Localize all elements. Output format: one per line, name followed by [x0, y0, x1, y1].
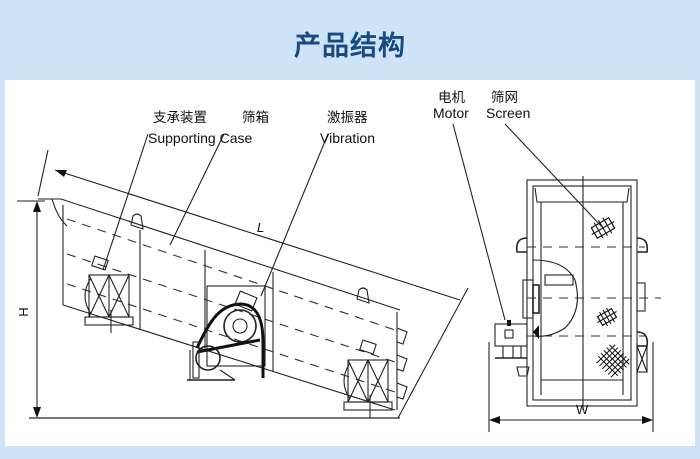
screen-label-cn: 筛网 [491, 90, 518, 106]
diagram-panel: H L [5, 80, 695, 446]
structure-drawing: H L [16, 90, 661, 432]
motor-label-en: Motor [433, 105, 469, 121]
vibration-label-cn: 激振器 [327, 110, 368, 126]
leader-supporting [102, 133, 149, 271]
leader-vibration [260, 133, 329, 297]
width-label: W [576, 402, 589, 417]
arrow-down-icon [33, 407, 41, 418]
leader-case [169, 133, 225, 246]
leader-screen [504, 123, 604, 229]
height-label: H [16, 307, 31, 316]
screen-label-en: Screen [486, 105, 530, 121]
width-dimension: W [488, 342, 654, 432]
screen-mesh-icon [590, 216, 630, 378]
vibration-label-en: Vibration [320, 130, 375, 146]
length-dimension: L [37, 149, 469, 419]
arrow-left-icon [489, 416, 500, 424]
motor [494, 320, 539, 377]
leader-motor [452, 123, 506, 321]
motor-label-cn: 电机 [438, 90, 465, 106]
side-view: H L [16, 110, 469, 419]
end-view: 电机 Motor 筛网 Screen [433, 90, 661, 432]
length-label: L [257, 220, 264, 235]
arrow-up-icon [33, 201, 41, 212]
arrow-left-icon [55, 170, 67, 177]
screen-box [38, 198, 408, 411]
arrow-right-icon [642, 416, 653, 424]
case-label-cn: 筛箱 [242, 110, 269, 126]
spring-support-left [84, 255, 134, 333]
height-dimension: H [16, 200, 45, 418]
supporting-case-label-en: Supporting Case [148, 130, 253, 146]
vibrator-assembly [187, 285, 266, 381]
page-title: 产品结构 [294, 31, 406, 62]
spring-support-right [343, 339, 393, 418]
supporting-label-cn: 支承装置 [153, 110, 207, 126]
